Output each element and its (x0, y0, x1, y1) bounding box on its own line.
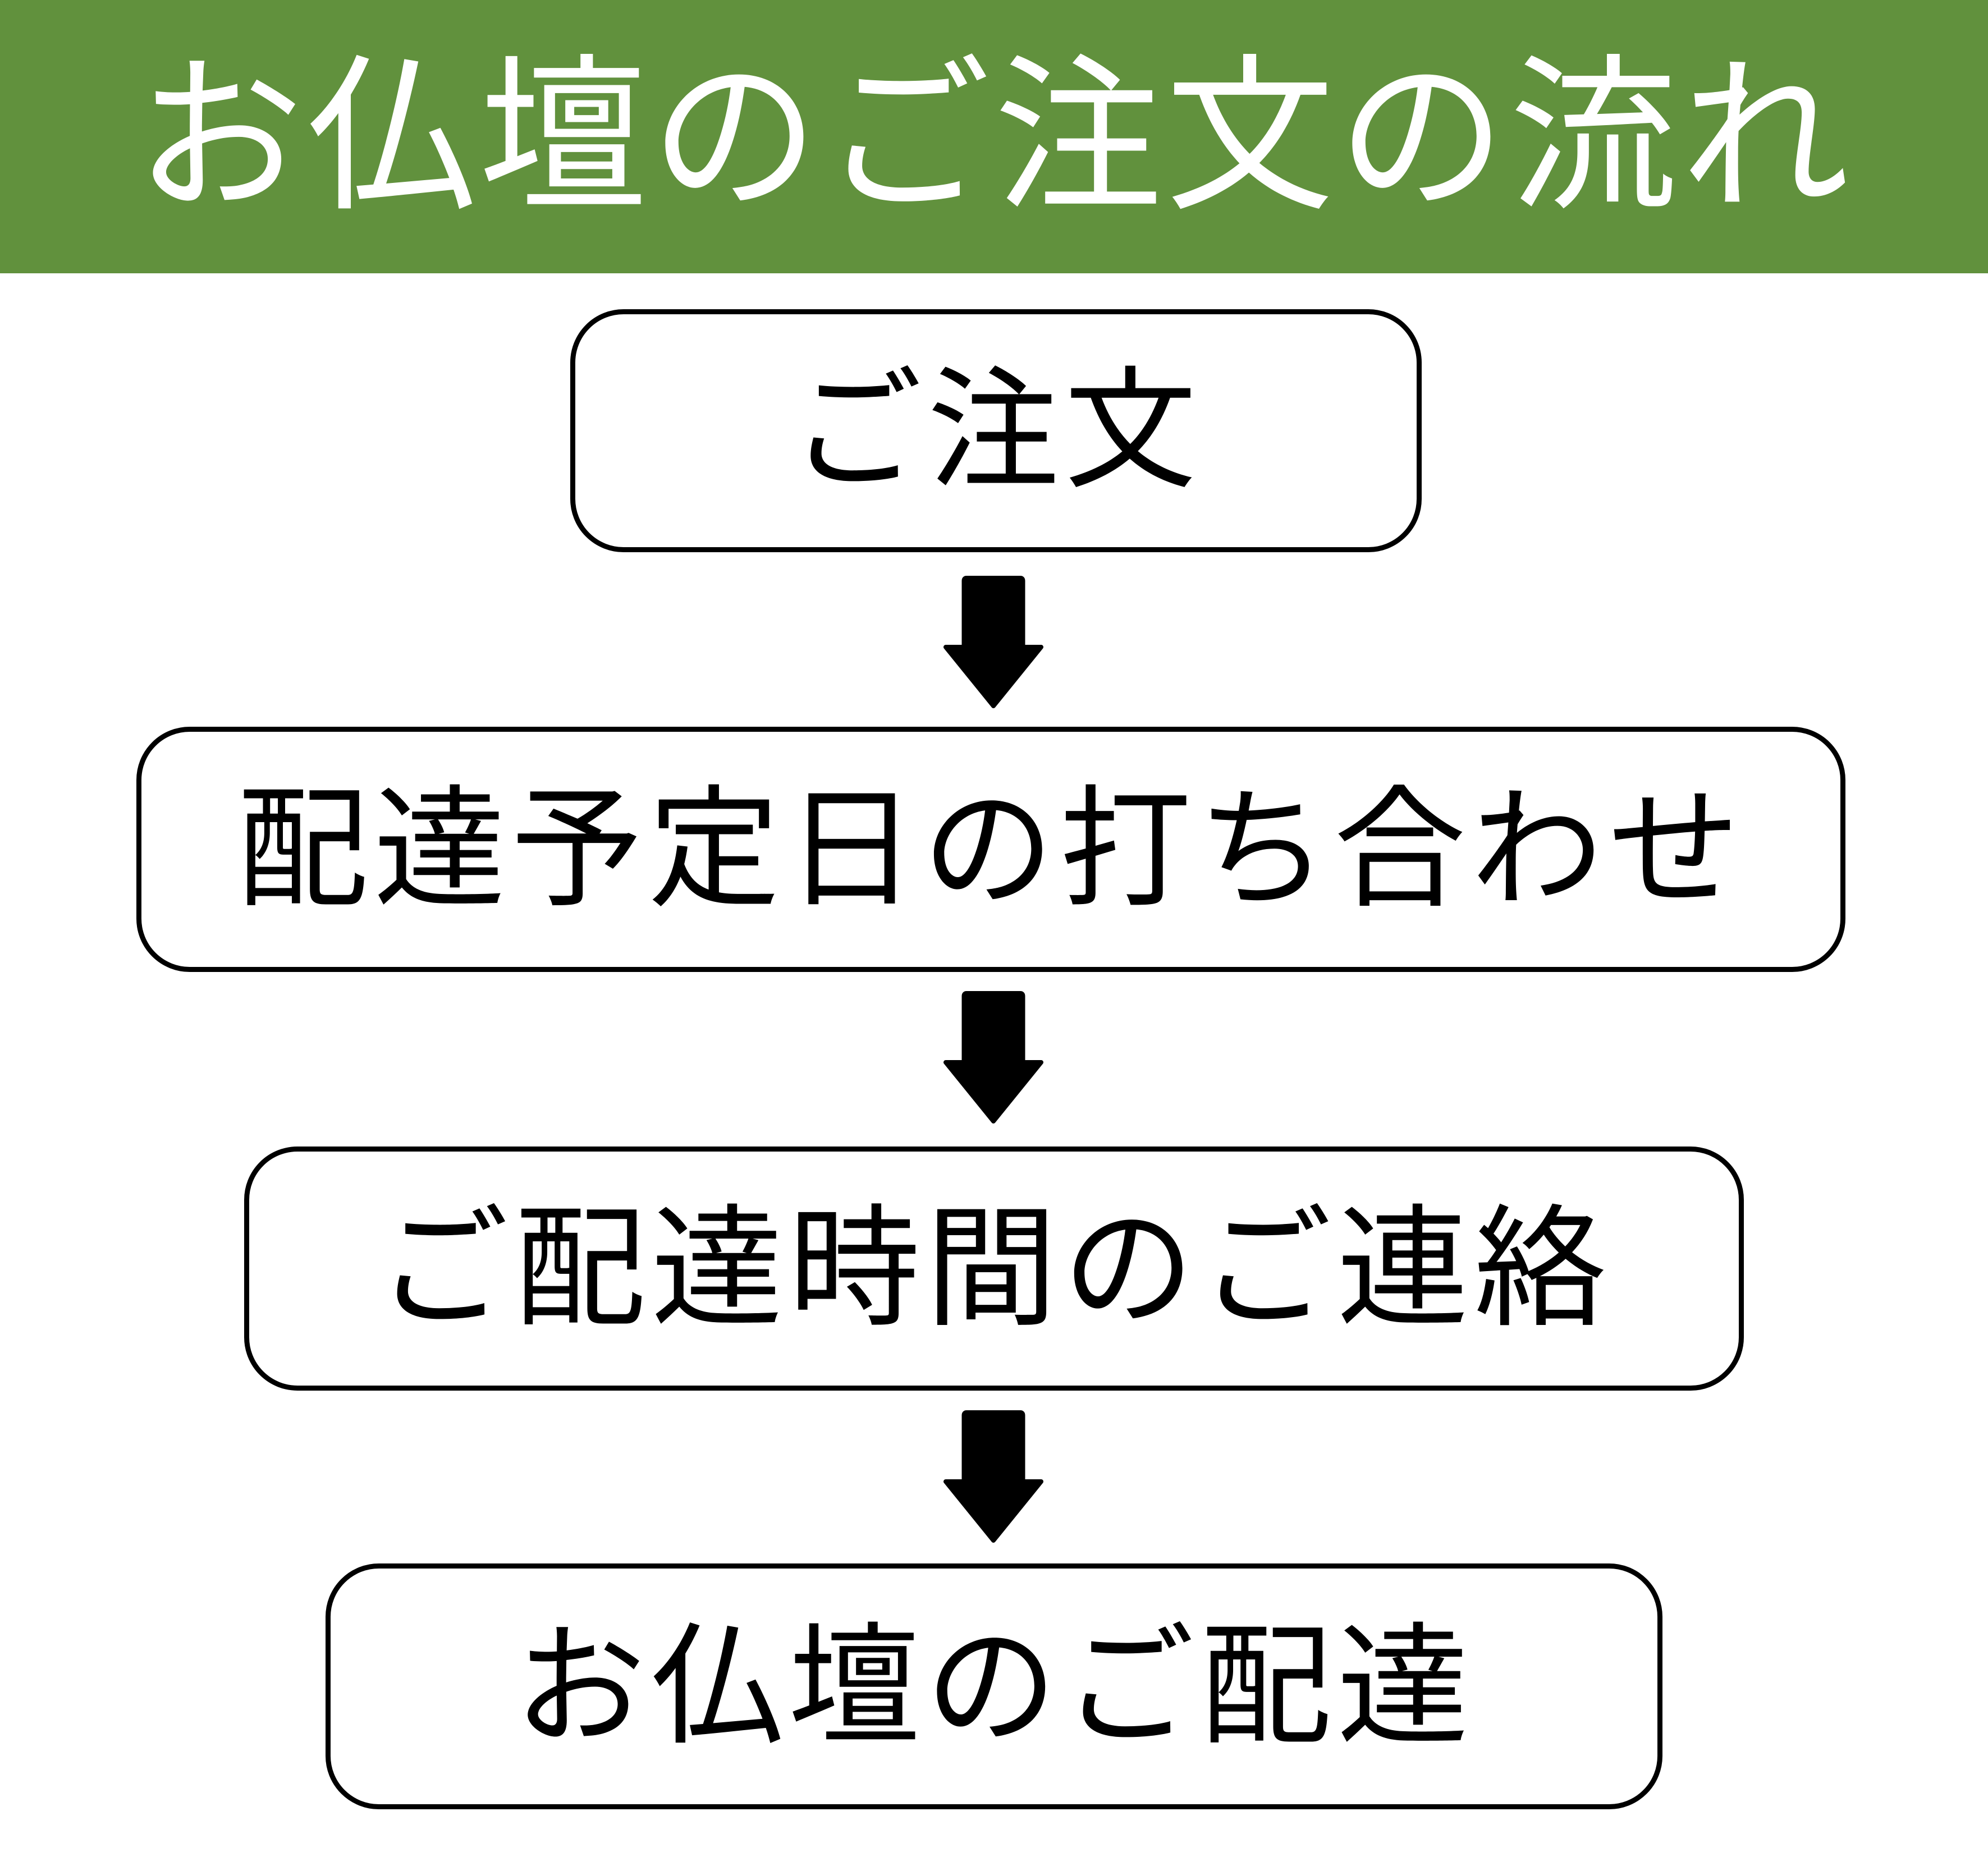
flow-step-delivery-time-contact: ご配達時間のご連絡 (244, 1147, 1744, 1391)
page-title: お仏壇のご注文の流れ (135, 42, 1853, 231)
flow-step-order: ご注文 (570, 309, 1422, 552)
flow-step-altar-delivery-label: お仏壇のご配達 (514, 1612, 1474, 1760)
down-arrow-icon (943, 991, 1043, 1123)
flow-step-order-label: ご注文 (790, 357, 1202, 505)
down-arrow-icon (943, 576, 1043, 708)
header-banner: お仏壇のご注文の流れ (0, 0, 1988, 273)
flow-step-altar-delivery: お仏壇のご配達 (326, 1563, 1662, 1809)
flow-step-delivery-time-contact-label: ご配達時間のご連絡 (377, 1195, 1611, 1342)
flow-step-delivery-date-arrangement-label: 配達予定日の打ち合わせ (236, 776, 1746, 923)
down-arrow-icon (943, 1410, 1043, 1543)
flow-step-delivery-date-arrangement: 配達予定日の打ち合わせ (136, 727, 1845, 972)
